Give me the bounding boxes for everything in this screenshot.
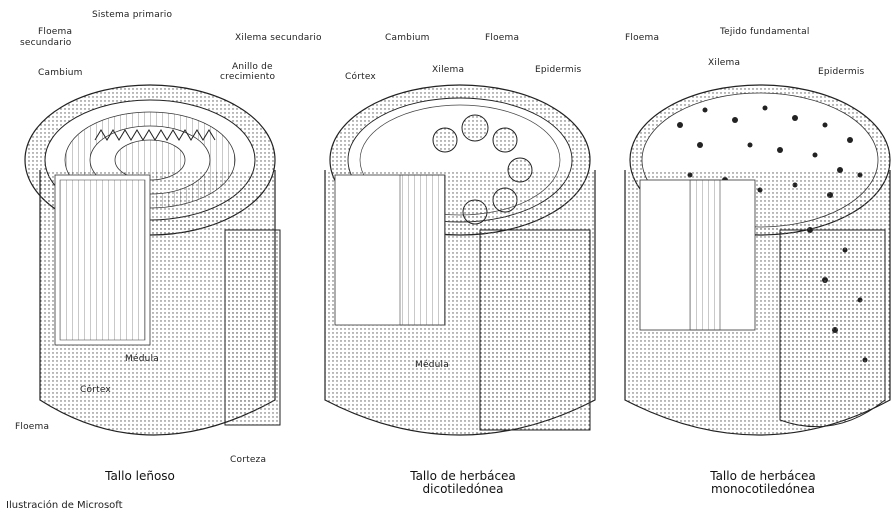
dicot-label-pith: Médula: [415, 360, 449, 370]
woody-label-growth: crecimiento: [220, 72, 275, 82]
monocot-label-epidermis: Epidermis: [818, 67, 864, 77]
woody-label-pith: Médula: [125, 354, 159, 364]
dicot-label-epidermis: Epidermis: [535, 65, 581, 75]
woody-label-ring: Anillo de: [232, 62, 273, 72]
caption-woody: Tallo leñoso: [80, 470, 200, 483]
monocot-label-phloem: Floema: [625, 33, 659, 43]
caption-monocot: Tallo de herbácea monocotiledónea: [688, 470, 838, 496]
monocot-stem: [625, 85, 890, 435]
woody-label-primary-system: Sistema primario: [92, 10, 172, 20]
caption-dicot-line2: dicotiledónea: [388, 483, 538, 496]
dicot-label-xylem: Xilema: [432, 65, 464, 75]
monocot-label-xylem: Xilema: [708, 58, 740, 68]
dicot-stem: [325, 85, 595, 435]
woody-label-secondary: secundario: [20, 38, 72, 48]
dicot-label-phloem: Floema: [485, 33, 519, 43]
caption-monocot-line2: monocotiledónea: [688, 483, 838, 496]
woody-label-cortex: Córtex: [80, 385, 111, 395]
caption-woody-line1: Tallo leñoso: [80, 470, 200, 483]
dicot-label-cambium: Cambium: [385, 33, 430, 43]
dicot-label-cortex: Córtex: [345, 72, 376, 82]
woody-label-secondary-xylem: Xilema secundario: [235, 33, 322, 43]
woody-label-phloem-2: Floema: [15, 422, 49, 432]
illustration-credit: Ilustración de Microsoft: [6, 500, 123, 511]
monocot-label-ground-tissue: Tejido fundamental: [720, 27, 810, 37]
caption-dicot: Tallo de herbácea dicotiledónea: [388, 470, 538, 496]
woody-label-bark: Corteza: [230, 455, 266, 465]
woody-stem: [25, 85, 280, 435]
woody-label-cambium: Cambium: [38, 68, 83, 78]
woody-label-phloem: Floema: [38, 27, 72, 37]
